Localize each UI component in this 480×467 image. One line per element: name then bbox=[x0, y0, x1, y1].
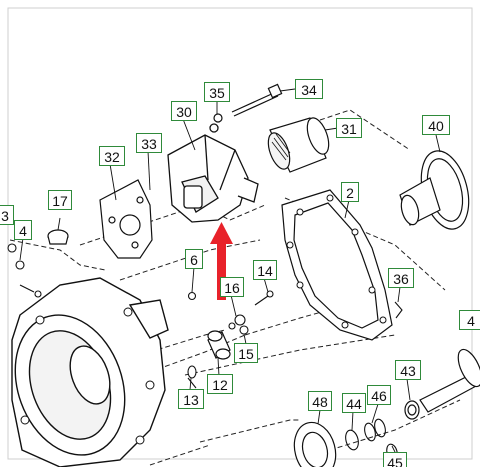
callout-35[interactable]: 35 bbox=[204, 82, 230, 102]
part-31-filter bbox=[267, 117, 330, 173]
main-housing bbox=[11, 277, 169, 467]
part-17-plug bbox=[47, 229, 69, 245]
callout-48[interactable]: 48 bbox=[308, 391, 332, 411]
part-3-4-fittings bbox=[7, 243, 42, 298]
callout-15[interactable]: 15 bbox=[234, 343, 258, 363]
callout-30[interactable]: 30 bbox=[171, 101, 197, 121]
part-34-bolt bbox=[213, 83, 283, 123]
frame-border bbox=[7, 7, 473, 460]
callout-12[interactable]: 12 bbox=[207, 374, 233, 394]
part-30-pump bbox=[167, 123, 259, 223]
callout-14[interactable]: 14 bbox=[253, 260, 277, 280]
callout-44[interactable]: 44 bbox=[342, 393, 366, 413]
callout-46[interactable]: 46 bbox=[367, 385, 391, 405]
callout-2[interactable]: 2 bbox=[341, 182, 359, 202]
callout-33[interactable]: 33 bbox=[136, 133, 162, 153]
part-43-shaft bbox=[404, 348, 480, 420]
callout-36[interactable]: 36 bbox=[388, 268, 414, 288]
part-36-pin bbox=[394, 301, 403, 319]
part-2-gasket bbox=[281, 189, 393, 341]
part-13-screw bbox=[187, 365, 197, 389]
callout-13[interactable]: 13 bbox=[178, 389, 204, 409]
callout-40[interactable]: 40 bbox=[422, 115, 450, 135]
callout-32[interactable]: 32 bbox=[99, 146, 125, 166]
assembly-guides bbox=[9, 109, 461, 466]
part-14-bolt bbox=[254, 290, 274, 306]
part-6-bolt bbox=[187, 291, 197, 301]
callout-31[interactable]: 31 bbox=[336, 118, 362, 138]
part-15-16-washers bbox=[228, 314, 249, 335]
callout-4[interactable]: 4 bbox=[14, 220, 32, 240]
callout-6[interactable]: 6 bbox=[185, 249, 203, 269]
leader-lines bbox=[19, 88, 441, 453]
callout-4-right[interactable]: 4 bbox=[459, 310, 480, 330]
callout-45[interactable]: 45 bbox=[383, 452, 407, 467]
part-32-plate bbox=[99, 179, 153, 259]
callout-43[interactable]: 43 bbox=[395, 360, 421, 380]
callout-34[interactable]: 34 bbox=[295, 79, 323, 99]
callout-3[interactable]: 3 bbox=[0, 205, 14, 225]
callout-17[interactable]: 17 bbox=[48, 190, 72, 210]
callout-16[interactable]: 16 bbox=[220, 277, 244, 297]
part-12-bushing bbox=[207, 330, 231, 360]
part-48-cover bbox=[293, 421, 337, 467]
highlight-arrow bbox=[210, 222, 233, 300]
part-40-flange bbox=[399, 150, 470, 230]
